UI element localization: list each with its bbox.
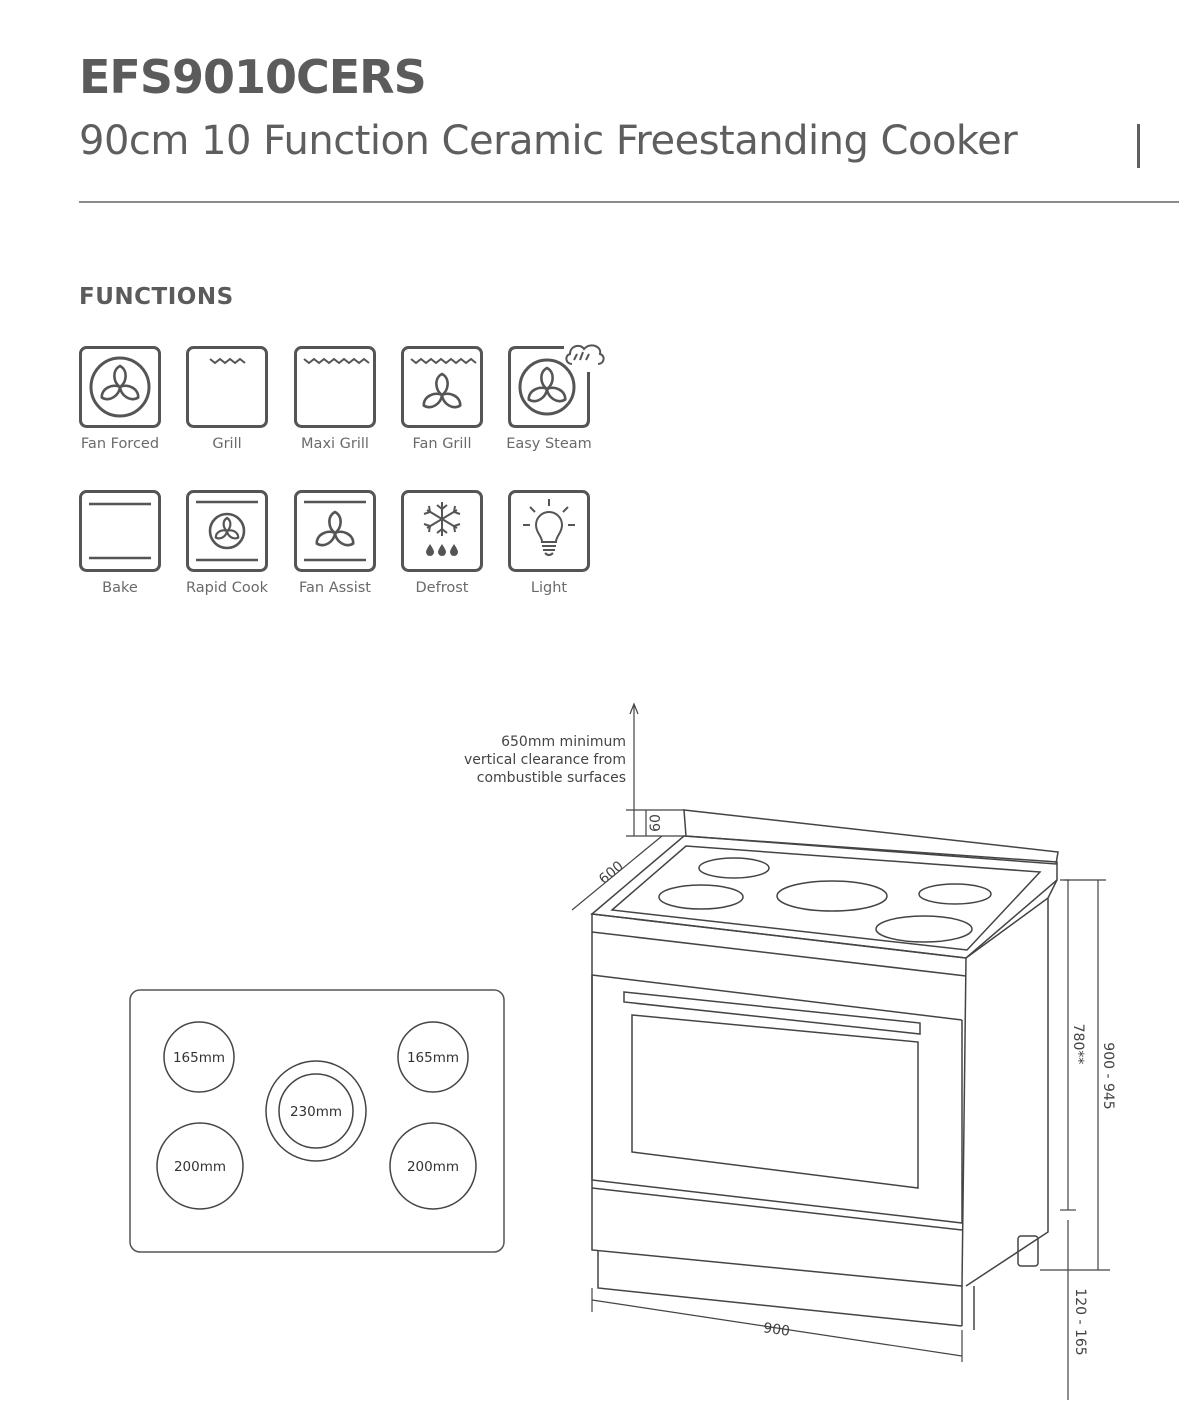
function-bake: Bake — [60, 490, 180, 596]
cooktop-outline — [129, 989, 505, 1253]
door-handle — [623, 991, 921, 1035]
model-number: EFS9010CERS — [79, 50, 427, 104]
clearance-line-3: combustible surfaces — [477, 770, 626, 786]
easy-steam-icon — [508, 344, 605, 428]
cooker-diagram — [590, 809, 1059, 1330]
maxi-grill-icon — [294, 346, 376, 428]
leg — [1017, 1235, 1039, 1267]
function-label: Fan Grill — [412, 436, 472, 452]
function-grill: Grill — [167, 346, 287, 452]
function-label: Grill — [212, 436, 242, 452]
splashback — [683, 809, 1059, 865]
zone-label: 200mm — [407, 1159, 459, 1175]
function-rapid-cook: Rapid Cook — [167, 490, 287, 596]
functions-heading: FUNCTIONS — [79, 284, 234, 310]
splashback-dimension: 60 — [648, 814, 664, 832]
defrost-icon — [401, 490, 483, 572]
fan-forced-icon — [79, 346, 161, 428]
function-defrost: Defrost — [382, 490, 502, 596]
oven-door — [591, 975, 963, 1224]
function-easy-steam: Easy Steam — [489, 344, 609, 452]
grill-icon — [186, 346, 268, 428]
bake-icon — [79, 490, 161, 572]
light-icon — [508, 490, 590, 572]
zone-front-left — [163, 1021, 235, 1093]
header-divider — [79, 201, 1179, 203]
product-subtitle: 90cm 10 Function Ceramic Freestanding Co… — [79, 118, 1018, 164]
cooktop-diagram: 165mm 165mm 230mm 200mm 200mm — [129, 989, 505, 1253]
oven-window — [631, 1014, 919, 1189]
function-fan-grill: Fan Grill — [382, 346, 502, 452]
function-label: Maxi Grill — [301, 436, 369, 452]
function-label: Fan Forced — [80, 436, 160, 452]
dimension-lines — [571, 702, 1110, 1400]
fan-grill-icon — [401, 346, 483, 428]
cooker-side — [965, 896, 1049, 1287]
zone-centre-outer — [265, 1060, 367, 1162]
width-dimension: 900 — [762, 1320, 791, 1340]
clearance-line-1: 650mm minimum — [501, 734, 626, 750]
body-height-dimension: 780** — [1070, 1024, 1086, 1065]
function-label: Easy Steam — [506, 436, 592, 452]
zone-rear-left — [156, 1122, 244, 1210]
total-height-dimension: 900 - 945 — [1100, 1042, 1116, 1109]
function-fan-forced: Fan Forced — [60, 346, 180, 452]
function-light: Light — [489, 490, 609, 596]
rapid-cook-icon — [186, 490, 268, 572]
zone-centre-inner — [278, 1073, 354, 1149]
zone-label: 200mm — [174, 1159, 226, 1175]
zone-front-right — [397, 1021, 469, 1093]
function-fan-assist: Fan Assist — [275, 490, 395, 596]
fan-assist-icon — [294, 490, 376, 572]
title-separator — [1137, 124, 1140, 168]
zone-label: 230mm — [290, 1104, 342, 1120]
clearance-line-2: vertical clearance from — [464, 752, 626, 768]
function-label: Defrost — [415, 580, 469, 596]
function-label: Rapid Cook — [186, 580, 268, 596]
zone-label: 165mm — [173, 1050, 225, 1066]
leg-height-dimension: 120 - 165 — [1072, 1288, 1088, 1355]
function-label: Fan Assist — [299, 580, 371, 596]
function-maxi-grill: Maxi Grill — [275, 346, 395, 452]
depth-dimension: 600 — [596, 858, 627, 887]
function-label: Light — [530, 580, 568, 596]
technical-drawing: 165mm 165mm 230mm 200mm 200mm — [129, 702, 1116, 1400]
zone-rear-right — [389, 1122, 477, 1210]
zone-label: 165mm — [407, 1050, 459, 1066]
function-label: Bake — [102, 580, 138, 596]
